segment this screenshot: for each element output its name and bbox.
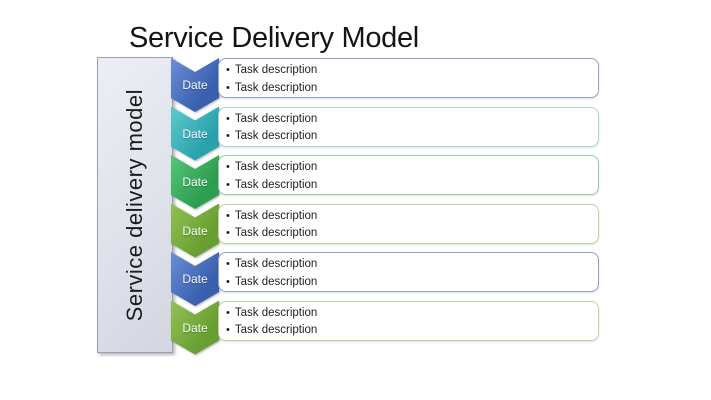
task-item: • Task description xyxy=(226,159,592,177)
task-description-text: Task description xyxy=(234,275,318,288)
date-chevron-shape: Date xyxy=(171,58,219,112)
date-chevron-shape: Date xyxy=(171,252,219,306)
task-box: • Task description • Task description xyxy=(218,106,599,147)
bullet-icon: • xyxy=(226,324,230,336)
date-chevron-shape: Date xyxy=(171,203,219,258)
chevron-arrow-icon: Date xyxy=(171,203,219,258)
chevron-arrow-icon: Date xyxy=(171,300,219,355)
task-box: • Task description • Task description xyxy=(218,155,599,195)
bullet-icon: • xyxy=(226,161,230,173)
date-label: Date xyxy=(182,272,208,286)
date-label: Date xyxy=(182,78,208,92)
bullet-icon: • xyxy=(226,130,230,142)
slide-title: Service Delivery Model xyxy=(129,22,419,54)
task-item: • Task description xyxy=(226,256,592,274)
task-item: • Task description xyxy=(226,208,592,226)
date-label: Date xyxy=(182,320,208,335)
chevron-arrow-icon: Date xyxy=(171,106,219,161)
date-label: Date xyxy=(182,223,208,238)
task-description-text: Task description xyxy=(234,161,318,173)
task-description-text: Task description xyxy=(234,227,318,239)
chevron-arrow-icon: Date xyxy=(171,155,219,209)
task-item: • Task description xyxy=(226,111,592,129)
task-box: • Task description • Task description xyxy=(218,58,599,98)
task-description-text: Task description xyxy=(234,64,318,76)
date-chevron-shape: Date xyxy=(171,155,219,209)
task-item: • Task description xyxy=(226,305,592,323)
bullet-icon: • xyxy=(226,112,230,125)
bullet-icon: • xyxy=(226,209,230,222)
task-item: • Task description xyxy=(226,322,592,340)
bullet-icon: • xyxy=(226,258,230,270)
bullet-icon: • xyxy=(226,306,230,319)
task-item: • Task description xyxy=(226,177,592,195)
task-description-text: Task description xyxy=(234,306,318,319)
date-chevron-shape: Date xyxy=(171,106,219,161)
task-description-text: Task description xyxy=(234,130,318,142)
task-description-text: Task description xyxy=(234,112,318,125)
bullet-icon: • xyxy=(226,81,230,94)
task-item: • Task description xyxy=(226,128,592,146)
date-label: Date xyxy=(182,126,208,141)
bullet-icon: • xyxy=(226,227,230,239)
task-box: • Task description • Task description xyxy=(218,252,599,292)
task-item: • Task description xyxy=(226,80,592,98)
task-description-text: Task description xyxy=(234,209,318,222)
task-box: • Task description • Task description xyxy=(218,203,599,244)
task-description-text: Task description xyxy=(234,324,318,336)
task-description-text: Task description xyxy=(234,258,318,270)
sidebar-panel: Service delivery model xyxy=(97,57,173,353)
bullet-icon: • xyxy=(226,178,230,191)
task-item: • Task description xyxy=(226,62,592,80)
date-chevron-shape: Date xyxy=(171,300,219,355)
task-description-text: Task description xyxy=(234,81,318,94)
chevron-arrow-icon: Date xyxy=(171,58,219,112)
task-item: • Task description xyxy=(226,225,592,243)
bullet-icon: • xyxy=(226,275,230,288)
task-box: • Task description • Task description xyxy=(218,300,599,341)
bullet-icon: • xyxy=(226,64,230,76)
chevron-arrow-icon: Date xyxy=(171,252,219,306)
task-description-text: Task description xyxy=(234,178,318,191)
date-label: Date xyxy=(182,175,208,189)
task-item: • Task description xyxy=(226,274,592,292)
sidebar-label: Service delivery model xyxy=(122,88,147,322)
